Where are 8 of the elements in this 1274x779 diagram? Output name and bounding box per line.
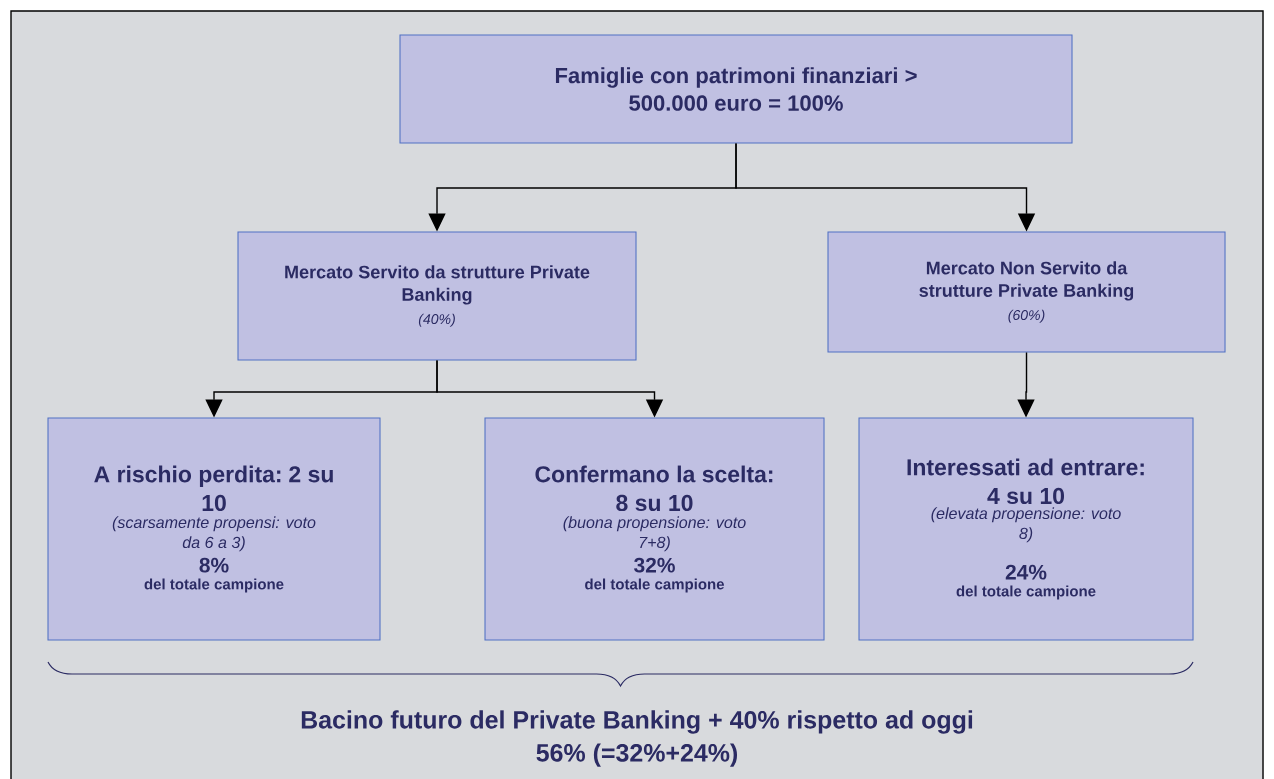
text-box: Mercato Non Servito da strutture Private Banking (60%)	[827, 231, 1226, 353]
text-box: Mercato Servito da strutture Private Banking (40%)	[237, 231, 637, 361]
summary-text: Bacino futuro del Private Banking + 40% rispetto ad oggi	[301, 710, 973, 734]
text-box: Confermano la scelta: 8 su 10 (buona propensione: voto 7+8) 32% del totale campione	[484, 417, 825, 641]
summary-text: 56% (=32%+24%)	[536, 743, 738, 767]
text-box: Interessati ad entrare: 4 su 10 (elevata propensione: voto 8) 24% del totale campione	[858, 417, 1194, 641]
text-box: Famiglie con patrimoni finanziari > 500.000 euro = 100%	[399, 34, 1073, 144]
text-box: A rischio perdita: 2 su 10 (scarsamente propensi: voto da 6 a 3) 8% del totale campione	[47, 417, 381, 641]
